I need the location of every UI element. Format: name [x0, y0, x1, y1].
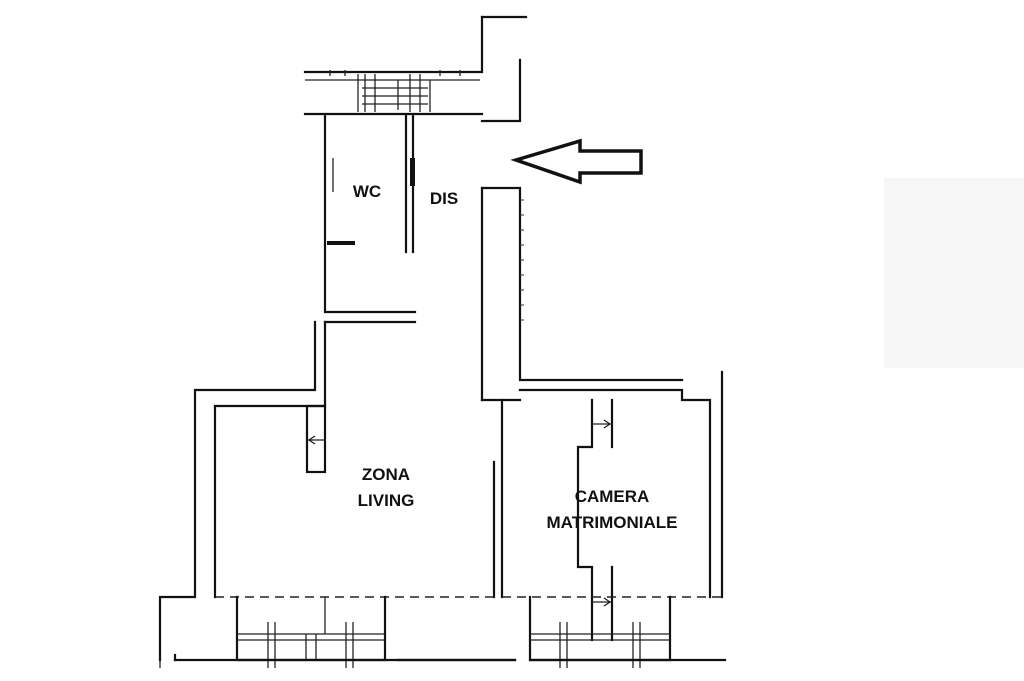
room-label-dis: DIS	[430, 189, 458, 208]
scan-shadow	[884, 178, 1024, 368]
room-label-living: LIVING	[358, 491, 415, 510]
zona-living-room	[158, 320, 504, 662]
stair-block	[303, 15, 528, 123]
corridor	[480, 186, 684, 402]
wc-room	[323, 114, 417, 324]
room-label-camera: CAMERA	[575, 487, 650, 506]
camera-matrimoniale-room	[502, 370, 724, 642]
terraces	[159, 595, 727, 668]
room-label-matrimoniale: MATRIMONIALE	[547, 513, 678, 532]
room-label-wc: WC	[353, 182, 381, 201]
room-label-zona: ZONA	[362, 465, 410, 484]
entrance-arrow-icon	[510, 138, 643, 185]
